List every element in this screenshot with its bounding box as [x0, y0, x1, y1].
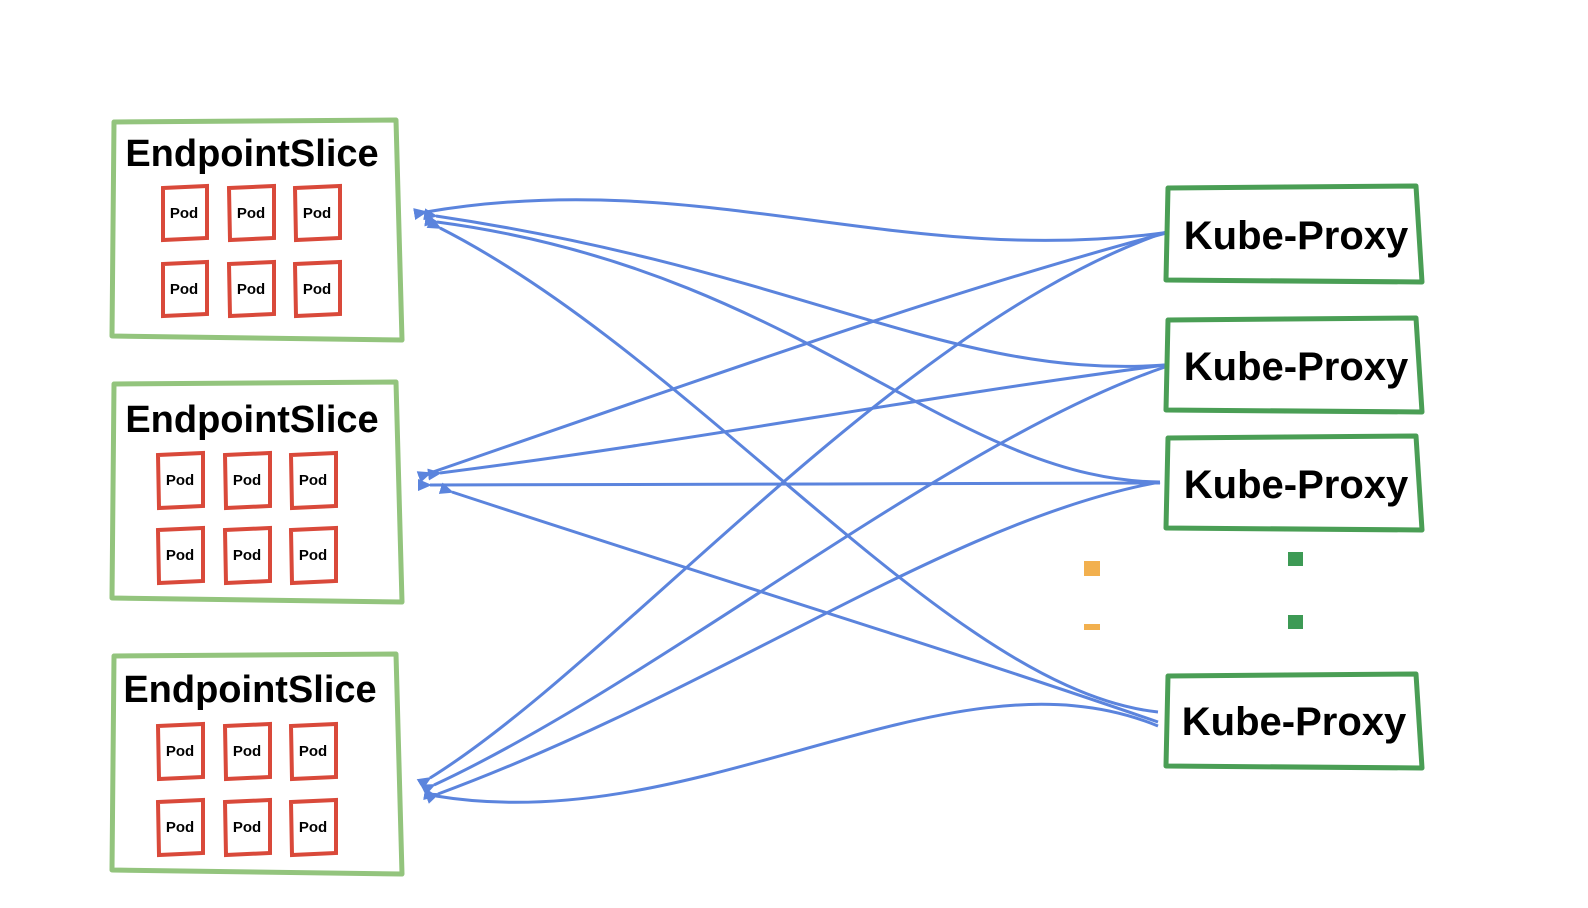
pod: Pod [288, 525, 338, 586]
pod-label: Pod [233, 472, 261, 489]
arrow-proxy3-slice3 [424, 480, 1161, 804]
pod-label: Pod [233, 819, 261, 836]
kube-proxy-box: Kube-Proxy [1163, 183, 1425, 285]
endpoint-slice-box: EndpointSlice Pod Pod Pod Pod Pod [109, 651, 405, 877]
pod: Pod [288, 721, 338, 782]
kube-proxy-label: Kube-Proxy [1182, 700, 1407, 744]
pod: Pod [226, 183, 276, 243]
ellipsis-dot-orange [1084, 624, 1100, 630]
endpoint-slice-box: EndpointSlice Pod Pod Pod Pod Pod [109, 117, 405, 343]
endpoint-slice-title: EndpointSlice [125, 399, 378, 441]
arrow-proxy4-slice1 [426, 217, 1159, 714]
pod-label: Pod [166, 743, 194, 760]
pod-label: Pod [166, 819, 194, 836]
arrow-proxy4-slice2 [438, 482, 1159, 724]
arrow-proxy3-slice2 [417, 479, 1161, 492]
pod: Pod [292, 183, 342, 243]
ellipsis-dot-orange [1084, 561, 1100, 576]
pod: Pod [288, 450, 338, 511]
kube-proxy-label: Kube-Proxy [1184, 345, 1409, 389]
arrow-proxy1-slice1 [413, 198, 1171, 242]
pod: Pod [155, 450, 205, 511]
ellipsis-dot-green [1288, 615, 1303, 629]
pod: Pod [226, 259, 276, 319]
pod: Pod [288, 797, 338, 858]
arrow-proxy2-slice2 [427, 363, 1166, 481]
pod: Pod [222, 450, 272, 511]
pod: Pod [161, 259, 209, 319]
endpoint-slice-title: EndpointSlice [123, 669, 376, 711]
pod-grid: Pod Pod Pod Pod Pod Pod [155, 450, 338, 586]
ellipsis-dot-green [1288, 552, 1303, 566]
arrow-proxy1-slice2 [416, 230, 1171, 483]
pod-label: Pod [299, 472, 327, 489]
pod-label: Pod [299, 819, 327, 836]
pod: Pod [222, 721, 272, 782]
pod-label: Pod [166, 472, 194, 489]
endpoint-slice-title: EndpointSlice [125, 133, 378, 175]
pod: Pod [222, 525, 272, 586]
pod-label: Pod [233, 743, 261, 760]
pod: Pod [292, 259, 342, 319]
arrow-proxy2-slice3 [420, 365, 1166, 796]
pod-grid: Pod Pod Pod Pod Pod Pod [155, 721, 338, 858]
kube-proxy-label: Kube-Proxy [1184, 214, 1409, 258]
arrow-proxy4-slice3 [423, 702, 1159, 804]
pod: Pod [155, 525, 205, 586]
arrow-proxy3-slice1 [424, 214, 1161, 484]
pod: Pod [161, 183, 209, 243]
arrow-proxy1-slice3 [416, 228, 1173, 790]
kube-proxy-label: Kube-Proxy [1184, 463, 1409, 507]
pod: Pod [222, 797, 272, 858]
kube-proxy-box: Kube-Proxy [1163, 671, 1425, 771]
kube-proxy-box: Kube-Proxy [1163, 433, 1425, 533]
kube-proxy-box: Kube-Proxy [1163, 315, 1425, 415]
pod-label: Pod [170, 281, 198, 298]
pod: Pod [155, 797, 205, 858]
pod-label: Pod [166, 547, 194, 564]
ellipsis-dots [1084, 552, 1303, 630]
pod-grid: Pod Pod Pod Pod Pod Pod [161, 183, 342, 319]
pod-label: Pod [303, 205, 331, 222]
pod-label: Pod [233, 547, 261, 564]
connection-arrows [413, 198, 1173, 804]
pod-label: Pod [299, 743, 327, 760]
pod-label: Pod [299, 547, 327, 564]
arrow-proxy2-slice1 [423, 208, 1166, 368]
endpoint-slice-box: EndpointSlice Pod Pod Pod Pod Pod [109, 379, 405, 605]
pod-label: Pod [237, 205, 265, 222]
pod-label: Pod [170, 205, 198, 222]
pod: Pod [155, 721, 205, 782]
pod-label: Pod [237, 281, 265, 298]
pod-label: Pod [303, 281, 331, 298]
